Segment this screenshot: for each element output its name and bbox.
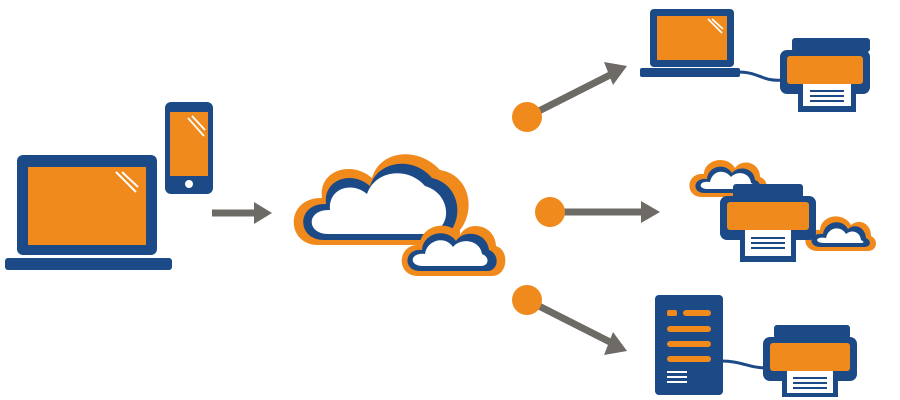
source-laptop-icon: [5, 155, 172, 270]
target-printer-1-icon: [780, 38, 870, 112]
target-cloud-printer-icon: [689, 160, 877, 262]
arrow-devices-to-cloud: [212, 202, 272, 224]
small-cloud-right-icon: [805, 216, 877, 251]
small-cloud-icon: [401, 225, 506, 276]
cloud-icon: [293, 154, 506, 276]
target-printer-2-icon: [720, 184, 816, 262]
laptop-printer-cable: [737, 70, 784, 82]
target-server-icon: [655, 295, 723, 395]
connector-cloud-to-server-printer: [512, 285, 627, 355]
target-laptop-icon: [640, 9, 740, 77]
source-smartphone-icon: [165, 102, 213, 194]
target-printer-3-icon: [763, 325, 857, 397]
server-printer-cable: [720, 359, 769, 370]
connector-cloud-to-laptop-printer: [512, 62, 627, 132]
connector-cloud-to-cloud-printer: [535, 197, 660, 227]
